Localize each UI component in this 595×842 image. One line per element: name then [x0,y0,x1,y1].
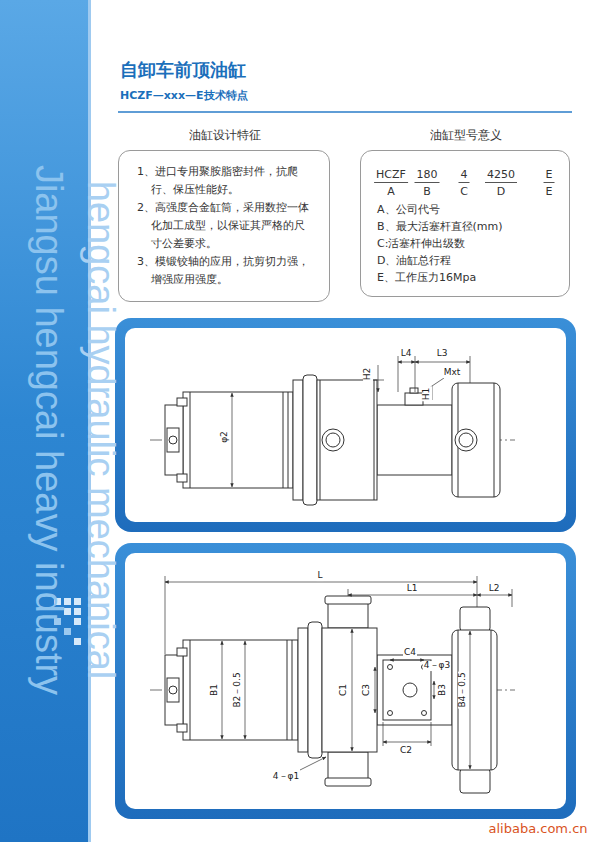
dimension-label: 4－φ3 [423,661,451,671]
dimension-label: L4 [400,349,413,359]
dimension-lines [165,576,512,770]
dimension-label: L1 [406,584,419,594]
dimension-label: Mxt [443,368,462,378]
code-letter: A [387,185,395,199]
site-url: alibaba.com.cn [488,822,587,836]
dimension-label: C4 [403,648,417,658]
page-title: 自卸车前顶油缸 [120,58,246,82]
dimension-label: 4－φ1 [272,772,300,782]
subtitle: HCZF—xxx—E技术特点 [120,90,248,102]
code-meaning: C:活塞杆伸出级数 [377,237,465,251]
dimension-label: C3 [362,683,372,697]
feature-box: 油缸型号意义HCZF18044250EABCDEA、公司代号B、最大活塞杆直径(… [360,150,570,297]
code-letter: E [546,185,553,199]
code-part: 4250 [485,168,517,183]
dimension-label: L2 [488,584,501,594]
watermark: hengcai hydraulic mechanical [79,181,121,680]
feature-item: 2、高强度合金缸筒，采用数控一体化加工成型，以保证其严格的尺寸公差要求。 [137,199,313,253]
box-heading: 油缸设计特征 [119,127,331,144]
dimension-lines [232,356,470,487]
side-band [0,0,88,842]
feature-item: 1、进口专用聚胺脂密封件，抗爬行、保压性能好。 [137,163,313,199]
feature-item: 3、模锻铰轴的应用，抗剪切力强，增强应用强度。 [137,253,313,289]
code-part: HCZF [374,168,408,183]
code-meaning: D、油缸总行程 [377,254,451,268]
box-heading: 油缸型号意义 [361,127,571,144]
code-part: E [544,168,555,183]
dimension-label: B1 [210,683,220,697]
code-letter: C [460,185,468,199]
cylinder-side-view [150,596,515,793]
dimension-label: L [316,571,323,581]
dimension-label: L3 [436,349,449,359]
dimension-label: H2 [363,367,373,382]
dimension-label: B3 [438,683,448,697]
dimension-label: B2－0.5 [233,671,243,708]
dimension-label: C1 [339,683,349,697]
watermark: Jiangsu hengcai heavy industry [27,165,69,695]
dimension-label: φ2 [220,430,230,444]
code-meaning: A、公司代号 [377,203,440,217]
code-part: 180 [415,168,440,183]
dimension-label: B4－0.5 [458,671,468,708]
code-letter: D [497,185,505,199]
code-letter: B [423,185,431,199]
code-meaning: B、最大活塞杆直径(mm) [377,220,503,234]
code-part: 4 [459,168,470,183]
dimension-label: H1 [422,387,432,402]
dimension-label: C2 [399,746,413,756]
feature-box: 油缸设计特征1、进口专用聚胺脂密封件，抗爬行、保压性能好。2、高强度合金缸筒，采… [118,150,330,302]
cylinder-top-view [150,375,515,505]
code-meaning: E、工作压力16Mpa [377,271,476,285]
